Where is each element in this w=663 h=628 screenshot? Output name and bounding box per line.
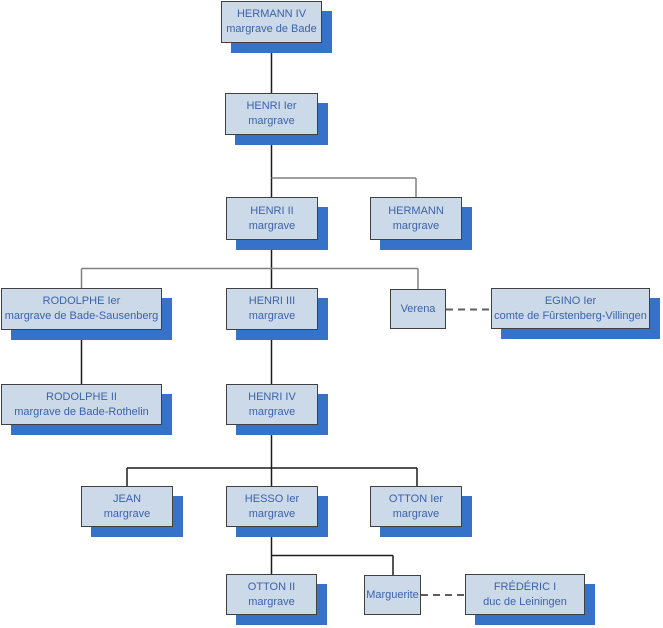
node-hesso-1er[interactable]: HESSO Ier margrave [226, 486, 318, 527]
person-title: margrave de Bade-Sausenberg [4, 310, 159, 322]
person-name: RODOLPHE II [46, 390, 117, 403]
node-henri-1er[interactable]: HENRI Ier margrave [225, 93, 318, 135]
node-verena[interactable]: Verena [390, 289, 446, 329]
node-otton-1er[interactable]: OTTON Ier margrave [370, 486, 462, 527]
node-rodolphe-2[interactable]: RODOLPHE II margrave de Bade-Rothelin [1, 384, 162, 425]
person-name: HENRI II [250, 204, 294, 217]
person-title: comte de Fûrstenberg-Villingen [494, 309, 647, 322]
person-name: OTTON Ier [388, 492, 444, 505]
node-jean[interactable]: JEAN margrave [81, 486, 173, 527]
person-title: margrave de Bade-Rothelin [14, 405, 149, 418]
node-marguerite[interactable]: Marguerite [364, 575, 421, 615]
person-title: margrave [248, 115, 295, 127]
person-name: HESSO Ier [244, 492, 300, 505]
person-title: margrave [248, 507, 296, 520]
person-name: HERMANN IV [236, 8, 307, 20]
node-hermann[interactable]: HERMANN margrave [370, 197, 462, 240]
node-henri-3[interactable]: HENRI III margrave [226, 288, 318, 330]
person-name: HERMANN [388, 204, 444, 217]
node-rodolphe-1er[interactable]: RODOLPHE Ier margrave de Bade-Sausenberg [1, 288, 162, 330]
person-name: HENRI IV [248, 390, 296, 403]
person-title: margrave [248, 405, 296, 418]
person-title: margrave [248, 310, 296, 322]
person-name: Verena [400, 302, 436, 315]
person-title: duc de Leiningen [483, 595, 567, 608]
node-hermann-iv[interactable]: HERMANN IV margrave de Bade [221, 1, 322, 43]
node-egino-1er[interactable]: EGINO Ier comte de Fûrstenberg-Villingen [491, 288, 650, 329]
person-name: EGINO Ier [544, 294, 597, 307]
person-title: margrave de Bade [226, 23, 317, 35]
person-title: margrave [103, 507, 151, 520]
person-title: margrave [392, 219, 440, 232]
node-frederic-1[interactable]: FRÉDÉRIC I duc de Leiningen [465, 574, 585, 615]
person-name: FRÉDÉRIC I [493, 580, 557, 593]
person-name: JEAN [112, 492, 142, 505]
node-henri-4[interactable]: HENRI IV margrave [226, 384, 318, 425]
node-henri-2[interactable]: HENRI II margrave [226, 197, 318, 240]
person-title: margrave [248, 219, 296, 232]
person-title: margrave [248, 595, 295, 608]
person-name: Marguerite [366, 588, 419, 601]
person-name: HENRI Ier [246, 100, 297, 112]
node-otton-2[interactable]: OTTON II margrave [226, 574, 317, 615]
person-name: HENRI III [248, 295, 296, 307]
person-name: RODOLPHE Ier [42, 295, 121, 307]
person-title: margrave [392, 507, 440, 520]
person-name: OTTON II [247, 580, 296, 593]
